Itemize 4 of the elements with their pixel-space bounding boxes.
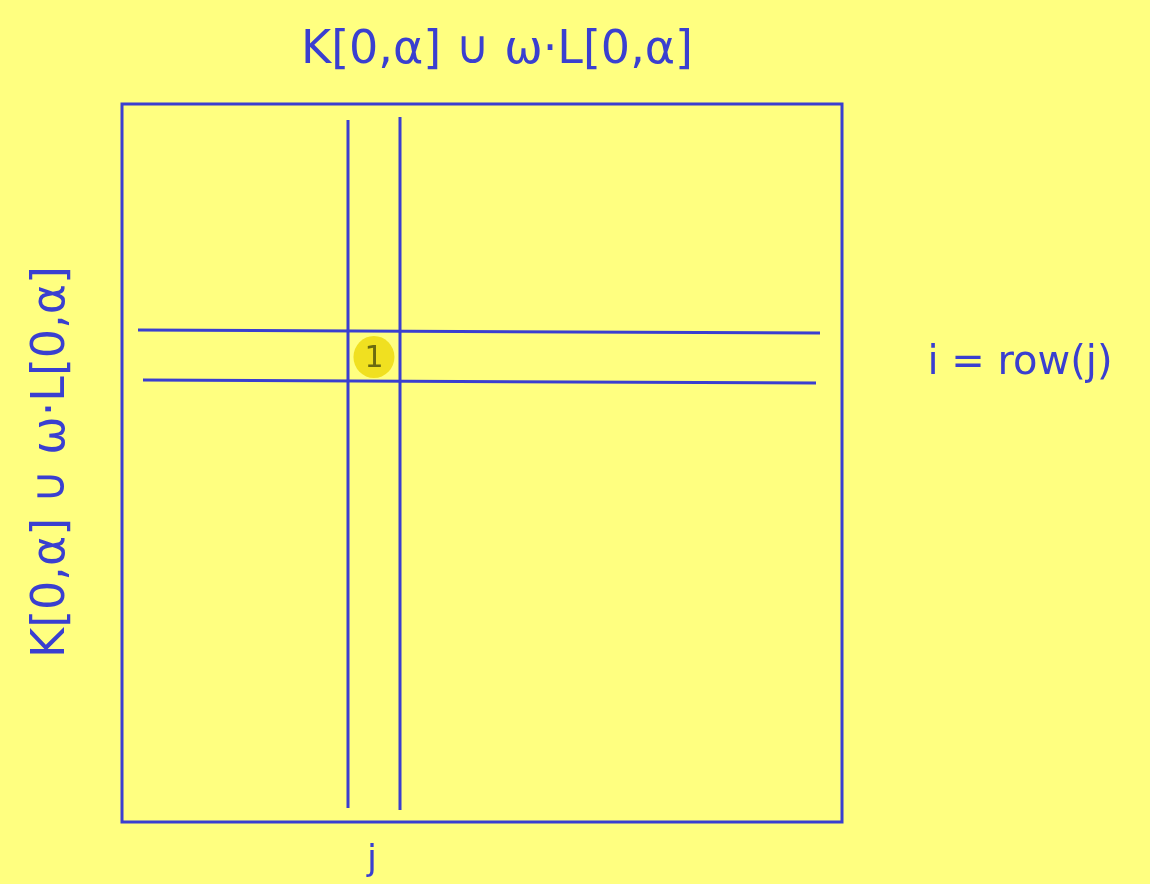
column-index: j bbox=[367, 840, 377, 876]
matrix-label: K[0,α] ∪ ω·L[0,α] bbox=[25, 265, 71, 659]
matrix-label: K[0,α] ∪ ω·L[0,α] bbox=[300, 24, 694, 70]
matrix-entry: 1 bbox=[353, 336, 395, 378]
